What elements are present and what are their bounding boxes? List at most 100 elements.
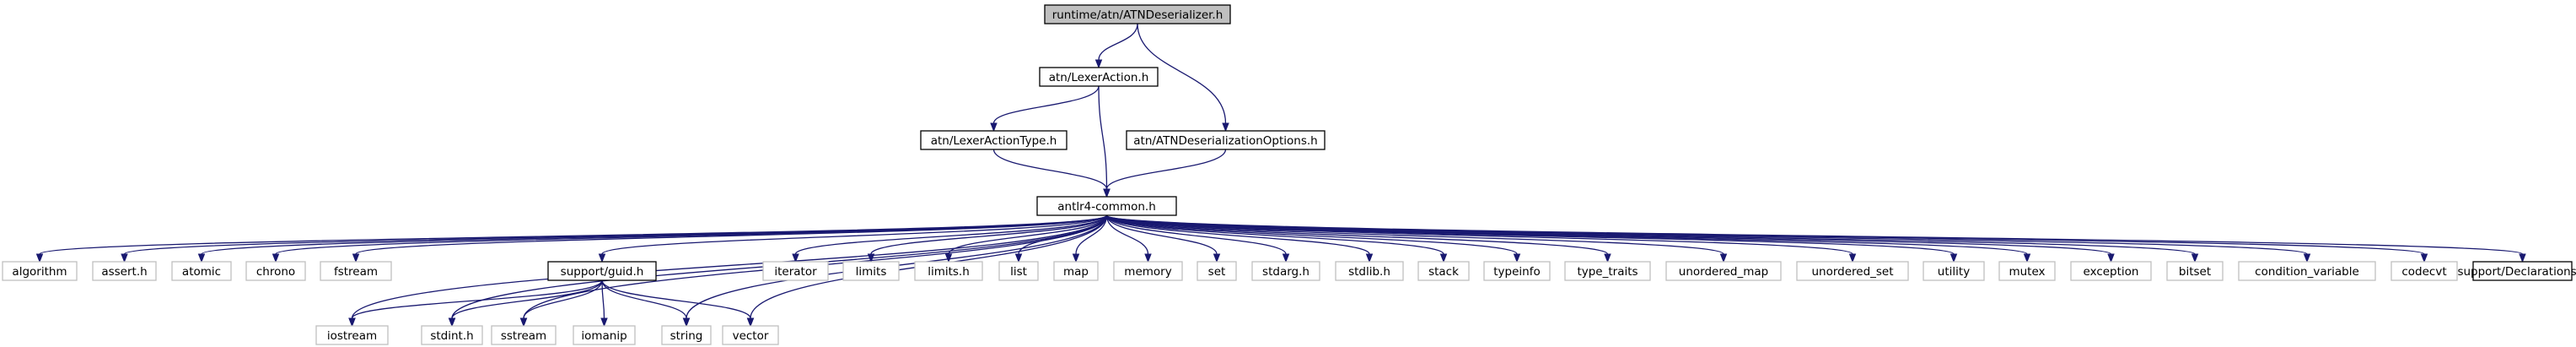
edge-line	[1105, 214, 1218, 255]
edge-arrowhead	[35, 253, 44, 263]
node-box	[421, 325, 483, 345]
edge-line	[523, 279, 603, 319]
node-label: bitset	[2179, 265, 2211, 279]
edge-arrowhead	[682, 317, 691, 328]
edge-line	[601, 279, 605, 319]
edge-guid-to-stdint	[448, 279, 603, 328]
node-deseropts[interactable]: atn/ATNDeserializationOptions.h	[1126, 130, 1326, 150]
node-declarations[interactable]: support/Declarations.h	[2457, 261, 2576, 281]
node-box	[171, 261, 232, 281]
node-label: chrono	[256, 265, 295, 279]
node-box	[2166, 261, 2224, 281]
node-label: limits.h	[928, 265, 970, 279]
edge-arrowhead	[1604, 253, 1611, 263]
node-label: stdlib.h	[1348, 265, 1390, 279]
node-label: atn/LexerAction.h	[1049, 71, 1149, 84]
node-box	[1126, 130, 1326, 150]
node-box	[920, 130, 1068, 150]
node-string: string	[661, 325, 712, 345]
edge-line	[1075, 214, 1108, 255]
edge-guid-to-iomanip	[600, 279, 608, 328]
node-box	[762, 261, 829, 281]
node-label: unordered_set	[1811, 265, 1893, 279]
node-utility: utility	[1923, 261, 1985, 281]
edge-arrowhead	[352, 253, 360, 263]
edge-line	[794, 214, 1108, 255]
node-box	[1564, 261, 1651, 281]
edge-arrowhead	[2420, 253, 2428, 263]
node-label: stdarg.h	[1262, 265, 1310, 279]
node-label: stack	[1428, 265, 1459, 279]
edge-arrowhead	[2303, 253, 2311, 263]
node-box	[1335, 261, 1404, 281]
node-list: list	[998, 261, 1039, 281]
node-box	[1036, 196, 1177, 216]
edges-layer	[35, 23, 2526, 328]
node-label: vector	[733, 329, 769, 343]
edge-arrowhead	[1144, 253, 1152, 263]
node-box	[2, 261, 78, 281]
node-label: type_traits	[1577, 265, 1638, 279]
node-iostream: iostream	[315, 325, 389, 345]
edge-common-to-fstream	[352, 214, 1108, 263]
node-box	[842, 261, 900, 281]
node-box	[1113, 261, 1183, 281]
node-box	[315, 325, 389, 345]
edge-arrowhead	[1072, 253, 1080, 263]
node-vector: vector	[722, 325, 779, 345]
edge-common-to-iostream	[348, 214, 1108, 328]
edge-root-to-deseropts	[1137, 23, 1229, 133]
node-box	[661, 325, 712, 345]
node-guid[interactable]: support/guid.h	[547, 261, 657, 281]
node-label: set	[1208, 265, 1226, 279]
edge-arrowhead	[1094, 59, 1103, 69]
node-chrono: chrono	[245, 261, 306, 281]
edge-line	[601, 279, 687, 319]
edge-guid-to-vector	[601, 279, 755, 328]
node-lexeractiontype[interactable]: atn/LexerActionType.h	[920, 130, 1068, 150]
edge-common-to-set	[1105, 214, 1221, 263]
node-condvar: condition_variable	[2238, 261, 2376, 281]
node-box	[1923, 261, 1985, 281]
edge-guid-to-iostream	[348, 279, 603, 328]
node-memory: memory	[1113, 261, 1183, 281]
node-root[interactable]: runtime/atn/ATNDeserializer.h	[1044, 4, 1231, 24]
edge-common-to-stack	[1105, 214, 1448, 263]
node-assert: assert.h	[92, 261, 157, 281]
node-label: stdint.h	[430, 329, 473, 343]
node-box	[998, 261, 1039, 281]
edge-arrowhead	[2023, 253, 2031, 263]
edge-line	[1105, 214, 1609, 255]
edge-common-to-stdlib	[1105, 214, 1374, 263]
edge-line	[1105, 214, 1149, 255]
node-lexeraction[interactable]: atn/LexerAction.h	[1039, 67, 1159, 87]
node-stdint: stdint.h	[421, 325, 483, 345]
edge-line	[1098, 23, 1138, 61]
node-label: codecvt	[2401, 265, 2446, 279]
node-set: set	[1197, 261, 1237, 281]
edge-guid-to-string	[601, 279, 691, 328]
node-box	[1053, 261, 1099, 281]
node-label: limits	[856, 265, 887, 279]
edge-arrowhead	[1103, 188, 1111, 198]
edge-line	[870, 214, 1108, 255]
edge-arrowhead	[1719, 253, 1728, 263]
edge-arrowhead	[867, 253, 875, 263]
node-bitset: bitset	[2166, 261, 2224, 281]
node-box	[1483, 261, 1551, 281]
node-label: atn/ATNDeserializationOptions.h	[1133, 134, 1317, 148]
node-box	[1039, 67, 1159, 87]
edge-arrowhead	[197, 253, 206, 263]
node-type_traits: type_traits	[1564, 261, 1651, 281]
node-box	[2070, 261, 2152, 281]
edge-line	[351, 279, 603, 319]
node-common[interactable]: antlr4-common.h	[1036, 196, 1177, 216]
node-label: memory	[1124, 265, 1171, 279]
edge-arrowhead	[746, 317, 755, 328]
edge-arrowhead	[1439, 253, 1448, 263]
node-box	[914, 261, 983, 281]
edge-arrowhead	[1014, 253, 1023, 263]
edge-arrowhead	[944, 253, 953, 263]
edge-line	[992, 149, 1108, 190]
node-unordered_map: unordered_map	[1665, 261, 1782, 281]
